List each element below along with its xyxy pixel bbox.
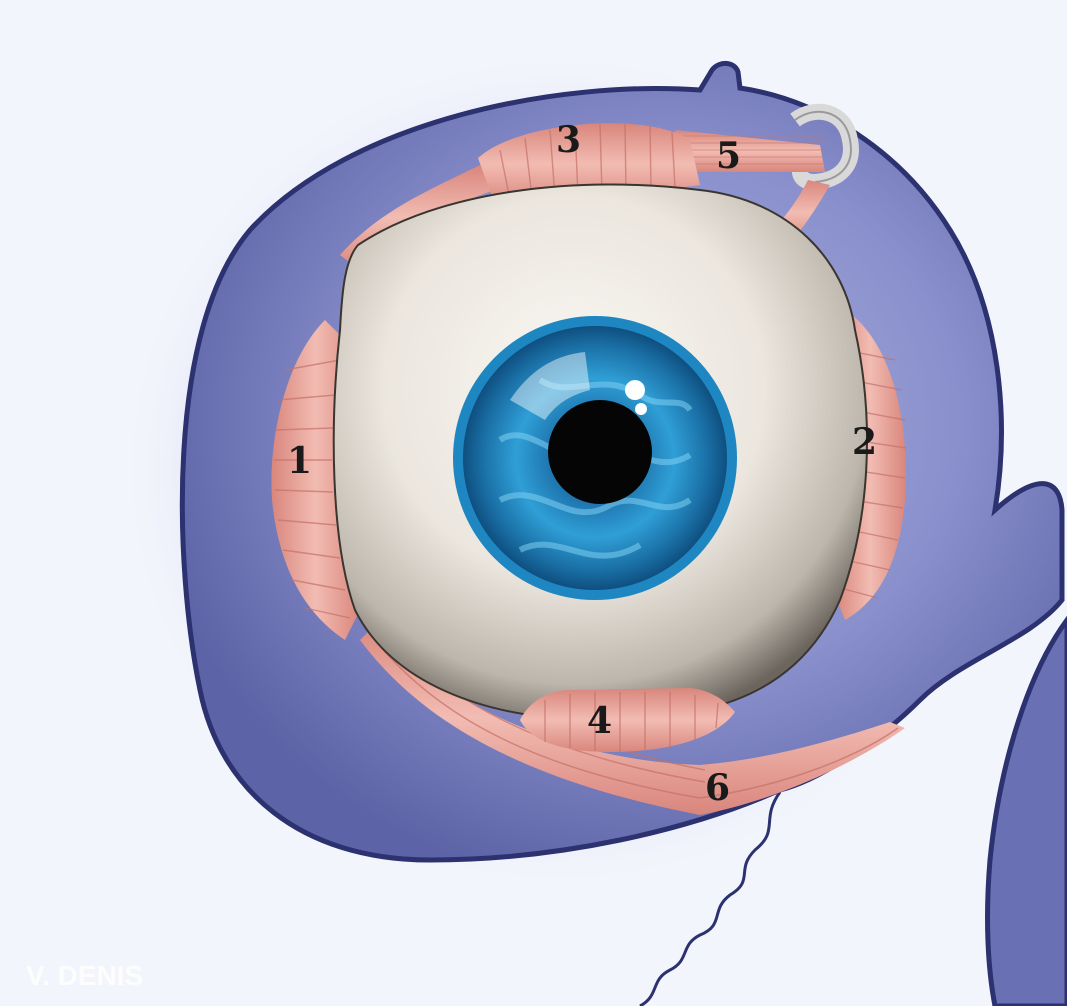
credit-text: V. DENIS	[26, 960, 143, 991]
superior-oblique-fibers	[675, 132, 823, 170]
highlight-small	[635, 403, 647, 415]
pupil	[548, 400, 652, 504]
label-5: 5	[716, 135, 741, 177]
label-6: 6	[705, 767, 730, 809]
label-3: 3	[556, 119, 581, 161]
label-4: 4	[587, 700, 612, 742]
highlight-large	[625, 380, 645, 400]
adjacent-structure	[988, 620, 1067, 1006]
label-1: 1	[287, 440, 312, 482]
label-2: 2	[852, 421, 877, 463]
